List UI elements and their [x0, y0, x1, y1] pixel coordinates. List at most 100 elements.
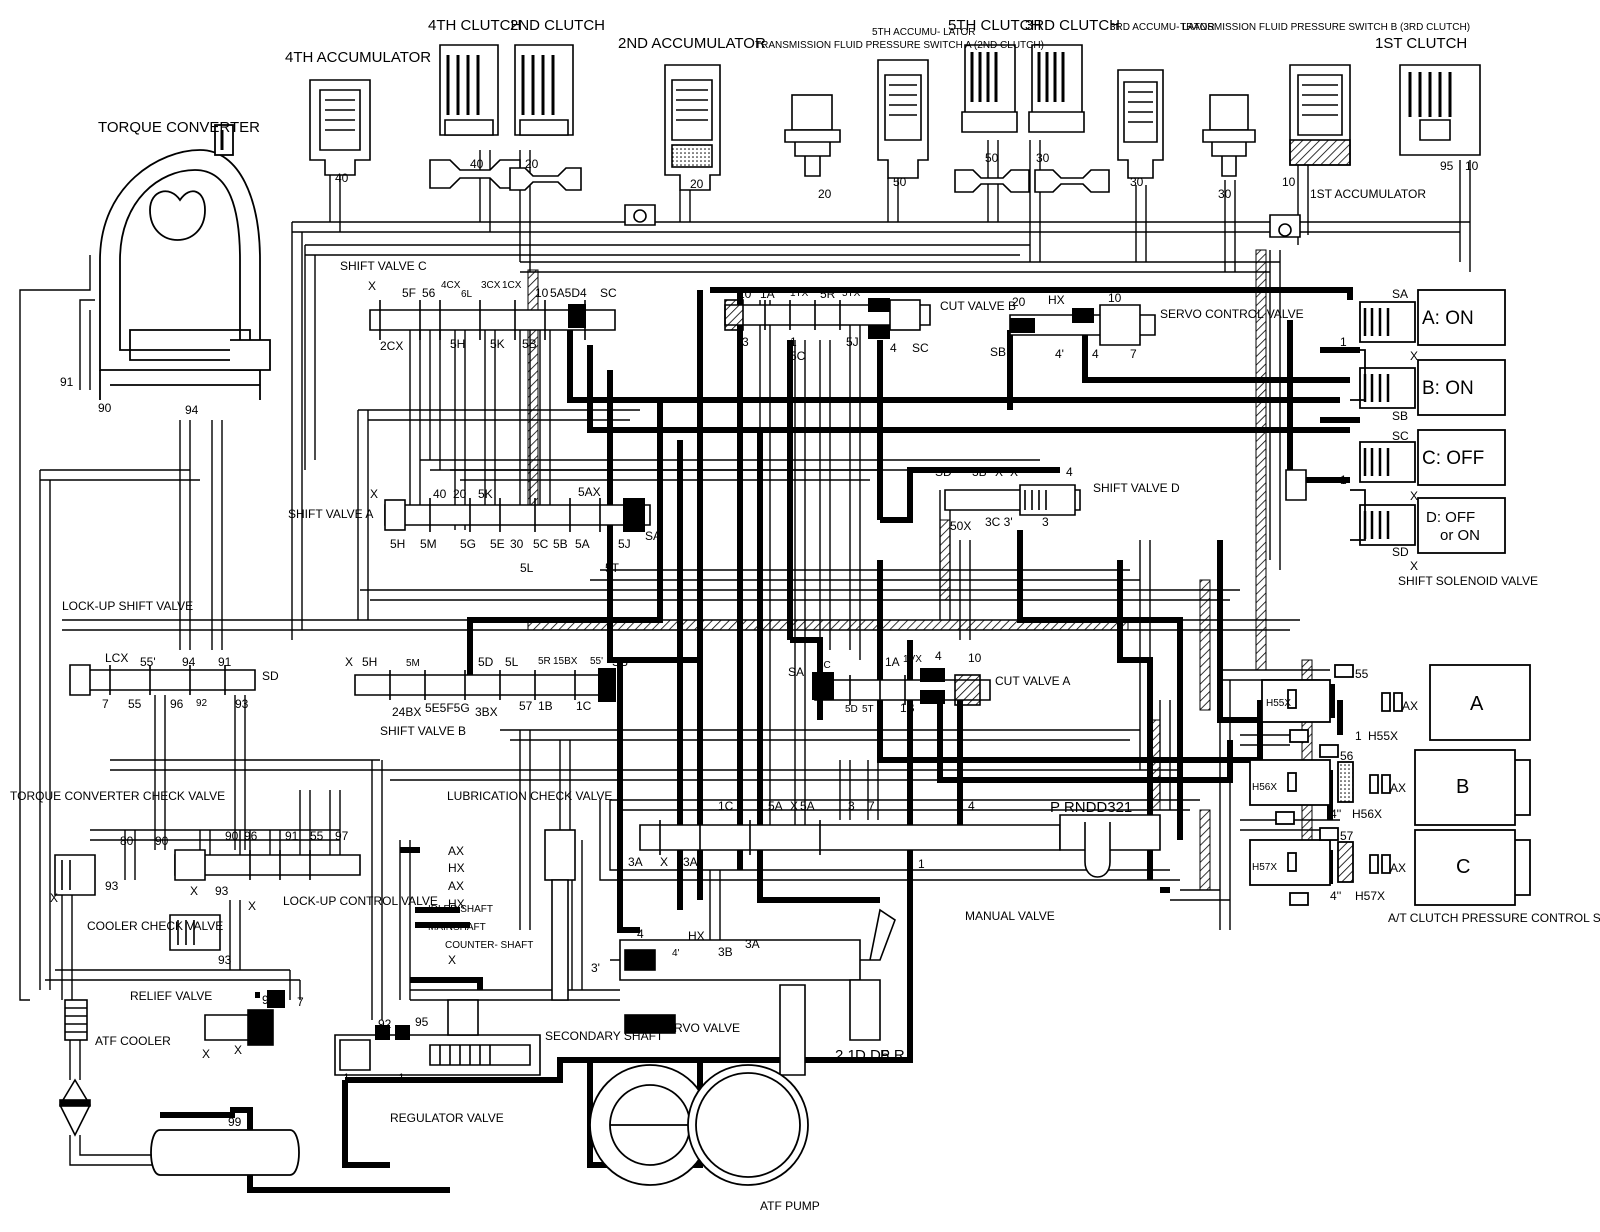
- pressure-switch-a: [784, 94, 841, 177]
- port-label: 1B: [538, 699, 553, 713]
- port-label: X: [660, 855, 668, 869]
- port-label: 5C: [533, 537, 549, 551]
- label-shift-valve-a: SHIFT VALVE A: [288, 507, 373, 521]
- port-label: 50: [985, 151, 999, 165]
- port-label: LCX: [105, 651, 128, 665]
- port-label: 3B: [718, 945, 733, 959]
- port-label: X: [345, 655, 353, 669]
- port-label: 1C: [718, 799, 734, 813]
- port-label: 40: [470, 157, 484, 171]
- port-label: 30: [1036, 151, 1050, 165]
- port-label: 57: [1340, 829, 1354, 843]
- port-label: 91: [285, 829, 299, 843]
- port-label: 3A: [745, 937, 760, 951]
- port-label: X: [1410, 559, 1418, 573]
- clutch-5th: [954, 44, 1030, 193]
- port-label: 96: [244, 829, 258, 843]
- label-atf-pump: ATF PUMP: [760, 1199, 820, 1213]
- port-label: 5T: [862, 704, 874, 715]
- clutch-4th: [429, 44, 521, 189]
- label-servo-pos-right: P R: [880, 1047, 905, 1064]
- port-label: 57: [519, 699, 533, 713]
- port-label: 5F: [402, 286, 416, 300]
- port-label: 30: [1130, 175, 1144, 189]
- port-labels: 40 40 20 20 20 50 50 30 30 30 10 95 10 9…: [50, 151, 1479, 1129]
- port-label: 55': [140, 655, 156, 669]
- port-label: 5R: [820, 287, 836, 301]
- port-label: H57X: [1355, 889, 1385, 903]
- label-3rd-clutch: 3RD CLUTCH: [1025, 17, 1120, 34]
- port-label: 50: [893, 175, 907, 189]
- port-label: 91: [60, 375, 74, 389]
- pressure-switch-b: [1202, 94, 1256, 177]
- port-label: 10: [738, 287, 752, 301]
- port-label: X: [995, 465, 1003, 479]
- port-label: 5K: [478, 487, 493, 501]
- label-pressure-switch-b: TRANSMISSION FLUID PRESSURE SWITCH B (3R…: [1180, 22, 1470, 33]
- port-label: X: [248, 899, 256, 913]
- port-label: 3B: [972, 465, 987, 479]
- label-relief-valve: RELIEF VALVE: [130, 989, 212, 1003]
- label-2nd-accumulator: 2ND ACCUMULATOR: [618, 35, 766, 52]
- port-label: 5H: [390, 537, 405, 551]
- port-label: 55: [128, 697, 142, 711]
- port-label: HX: [688, 929, 705, 943]
- port-label: 5B: [553, 537, 568, 551]
- pcs-b-label: B: [1456, 776, 1469, 798]
- port-label: HX: [448, 897, 465, 911]
- port-label: 4': [1055, 347, 1064, 361]
- port-label: 24BX: [392, 705, 421, 719]
- solenoid-boxes: [1417, 289, 1506, 554]
- shift-solenoid-valves: [1350, 301, 1416, 546]
- port-label: 10: [1108, 291, 1122, 305]
- port-label: 3: [848, 799, 855, 813]
- port-label: 5B: [522, 337, 537, 351]
- label-atf-cooler: ATF COOLER: [95, 1034, 171, 1048]
- port-label: 30: [510, 537, 524, 551]
- solenoid-b-state: B: ON: [1422, 378, 1474, 399]
- port-label: 6L: [461, 289, 473, 300]
- solenoid-c-state: C: OFF: [1422, 448, 1484, 469]
- label-shift-solenoid-valve: SHIFT SOLENOID VALVE: [1398, 574, 1538, 588]
- port-label: 3': [591, 961, 600, 975]
- port-label: 20: [1012, 295, 1026, 309]
- label-shift-valve-d: SHIFT VALVE D: [1093, 481, 1180, 495]
- port-label: 5M: [420, 537, 437, 551]
- port-label: 7: [868, 799, 875, 813]
- port-label: X: [50, 891, 58, 905]
- accumulator-2nd: [664, 64, 721, 191]
- port-label: 5A: [800, 799, 815, 813]
- label-manual-positions: P RNDD321: [1050, 799, 1132, 816]
- pcs-a-label: A: [1470, 693, 1484, 715]
- clutch-3rd: [1028, 44, 1110, 193]
- port-label: 20: [818, 187, 832, 201]
- lube-labels: IDLER SHAFT MAINSHAFT COUNTER- SHAFT P R…: [428, 799, 1132, 1064]
- solenoid-a-state: A: ON: [1422, 308, 1474, 329]
- port-label: 93: [235, 697, 249, 711]
- port-label: 1CX: [502, 280, 522, 291]
- port-label: 3BX: [475, 705, 498, 719]
- port-label: HX: [448, 861, 465, 875]
- port-label: 4: [890, 341, 897, 355]
- port-label: 3: [742, 335, 749, 349]
- port-label: 4: [1066, 465, 1073, 479]
- label-regulator-valve: REGULATOR VALVE: [390, 1111, 504, 1125]
- port-label: X: [1410, 489, 1418, 503]
- label-servo-pos-mid: D D5: [855, 1047, 889, 1064]
- label-4th-accumulator: 4TH ACCUMULATOR: [285, 49, 431, 66]
- check-valves: [624, 204, 1307, 501]
- label-5th-clutch: 5TH CLUTCH: [948, 17, 1041, 34]
- port-label: X: [1410, 349, 1418, 363]
- port-label: 1A: [760, 287, 775, 301]
- port-label: 5R: [538, 656, 551, 667]
- port-label: X: [448, 953, 456, 967]
- port-label: SB: [1392, 409, 1408, 423]
- port-label: 55': [590, 656, 603, 667]
- port-label: 55: [1355, 667, 1369, 681]
- label-shift-valve-c: SHIFT VALVE C: [340, 259, 427, 273]
- accumulator-1st: [1289, 64, 1351, 166]
- port-label: 5C: [790, 349, 806, 363]
- accumulator-4th: [309, 79, 371, 176]
- port-label: 3A: [683, 855, 698, 869]
- port-label: 56: [422, 286, 436, 300]
